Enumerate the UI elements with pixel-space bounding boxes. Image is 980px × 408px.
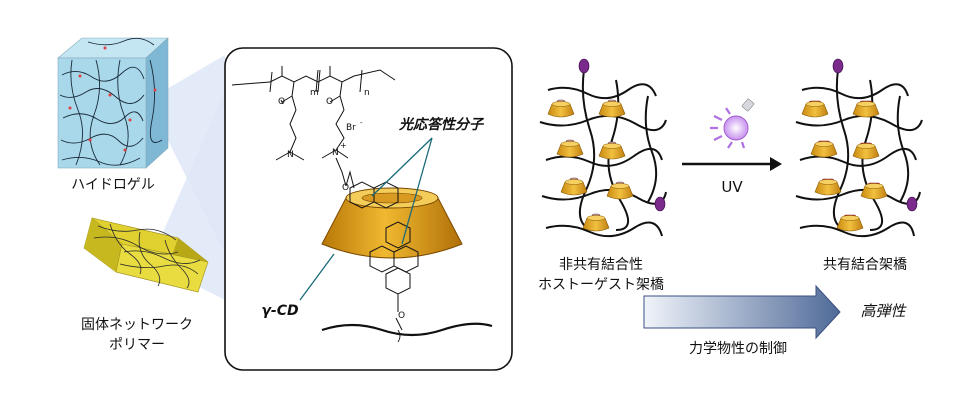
solid-network-label-line1: 固体ネットワーク: [81, 317, 193, 333]
chem-m-label: m: [310, 88, 319, 98]
gamma-cd-label: γ-CD: [261, 303, 299, 319]
solid-network-illustration: [83, 217, 209, 293]
callout-lines: [299, 137, 433, 301]
high-elasticity-label: 高弾性: [860, 302, 906, 320]
chem-o-label-2: O: [326, 97, 333, 107]
solid-network-label-line2: ポリマー: [109, 337, 165, 353]
hydrogel-label: ハイドロゲル: [71, 177, 155, 193]
chem-bromide-charge: -: [360, 119, 363, 127]
noncovalent-crosslink-label-line1: 非共有結合性: [559, 257, 643, 273]
photoresponsive-molecule-label: 光応答性分子: [399, 117, 483, 133]
chem-ether-o-label: O: [342, 183, 349, 193]
coumarin-guest-structures: [345, 170, 419, 331]
chem-bromide-label: Br: [346, 123, 356, 133]
chem-o-label: O: [278, 97, 285, 107]
polymer-backbone-structure: [231, 66, 396, 187]
mechanical-property-arrow: [643, 284, 841, 340]
hydrogel-cube-illustration: [57, 37, 169, 169]
reaction-arrow: [682, 157, 782, 171]
covalent-free-guest-markers: [832, 58, 918, 212]
unbound-guest-markers: [578, 58, 666, 212]
noncovalent-crosslink-label-line2: ホストーゲスト架橋: [538, 277, 664, 293]
chem-quaternary-n-label: N: [332, 148, 339, 158]
chem-plus-charge: +: [340, 141, 347, 150]
chem-n-label: n: [364, 88, 370, 98]
chem-amine-n-label: N: [287, 150, 294, 160]
uv-label: UV: [721, 178, 743, 196]
molecular-detail-frame: [224, 47, 513, 371]
polymer-chain-line: [321, 322, 493, 337]
gamma-cd-illustration: [321, 187, 463, 259]
uv-lightbulb-icon: [710, 98, 755, 149]
chem-linker-o-label: O: [398, 311, 405, 321]
linker-wavy-bond: [397, 329, 401, 343]
covalent-crosslink-label: 共有結合架橋: [823, 257, 907, 273]
mechanical-control-label: 力学物性の制御: [689, 341, 787, 357]
